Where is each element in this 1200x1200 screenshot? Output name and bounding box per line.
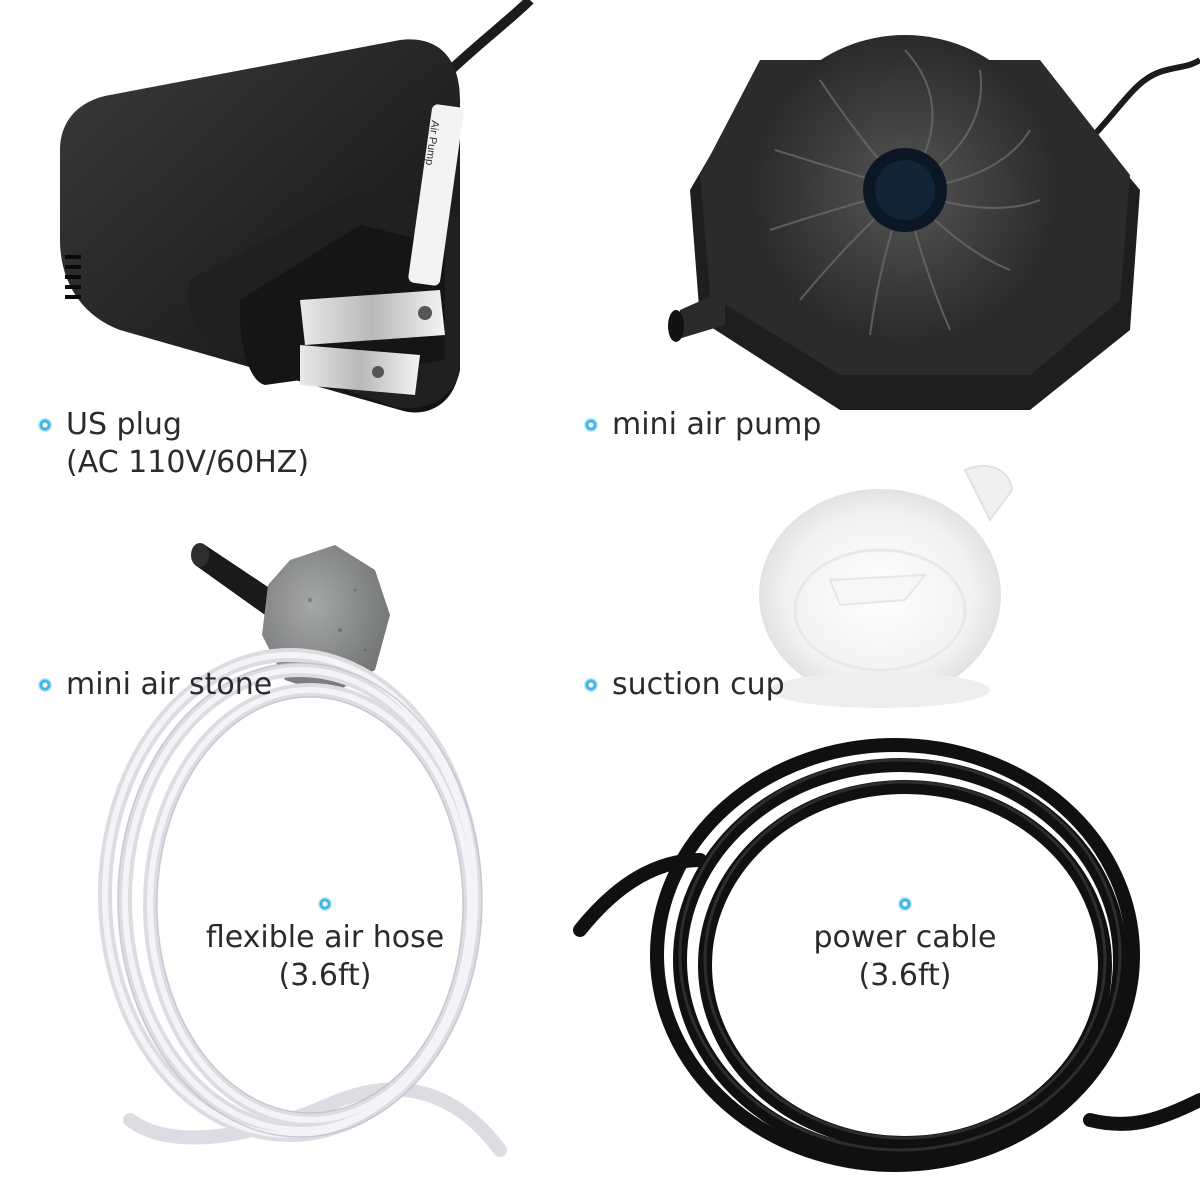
suction-cup-label: suction cup: [584, 666, 785, 704]
power-cable-length: (3.6ft): [858, 958, 952, 993]
bullet-dot-icon: [318, 897, 332, 911]
us-plug-label: US plug (AC 110V/60HZ): [38, 406, 310, 482]
suction-cup: [759, 465, 1014, 708]
mini-air-stone-label: mini air stone: [38, 666, 273, 704]
power-cable-title: power cable: [813, 920, 997, 955]
suction-cup-title: suction cup: [612, 667, 785, 702]
flexible-air-hose: [98, 648, 507, 1157]
power-cable-label: power cable (3.6ft): [780, 897, 1030, 995]
bullet-dot-icon: [38, 678, 52, 692]
us-plug-adapter: Air Pump: [60, 0, 534, 413]
us-plug-spec: (AC 110V/60HZ): [66, 445, 310, 480]
bullet-dot-icon: [38, 418, 52, 432]
mini-air-stone-title: mini air stone: [66, 667, 273, 702]
bullet-dot-icon: [584, 678, 598, 692]
bullet-dot-icon: [584, 418, 598, 432]
air-hose-length: (3.6ft): [278, 958, 372, 993]
mini-air-pump-title: mini air pump: [612, 407, 822, 442]
us-plug-title: US plug: [66, 407, 182, 442]
mini-air-pump-label: mini air pump: [584, 406, 822, 444]
bullet-dot-icon: [898, 897, 912, 911]
power-cable: [573, 738, 1200, 1172]
mini-air-pump: [668, 35, 1200, 410]
air-hose-title: flexible air hose: [205, 920, 445, 955]
air-hose-label: flexible air hose (3.6ft): [200, 897, 450, 995]
